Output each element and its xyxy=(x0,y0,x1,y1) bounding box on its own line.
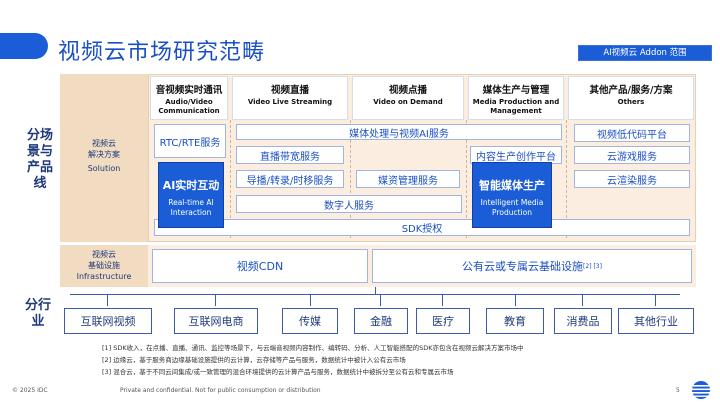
media-ai-service-box: 媒体处理与视频AI服务 xyxy=(236,124,562,140)
ai-media-production-box: 智能媒体生产 Intelligent Media Production xyxy=(472,162,552,228)
low-code-platform-box: 视频低代码平台 xyxy=(574,124,690,142)
solution-label-panel xyxy=(60,74,148,242)
connector-tick xyxy=(107,294,108,306)
column-header-cn: 其他产品/服务/方案 xyxy=(589,85,673,96)
column-divider xyxy=(230,120,231,238)
connector-tick xyxy=(215,294,216,306)
rtc-service-box: RTC/RTE服务 xyxy=(154,124,226,158)
industry-internet-video: 互联网视频 xyxy=(64,308,152,334)
idc-globe-logo-icon xyxy=(692,381,710,399)
column-header-cn: 视频点播 xyxy=(388,85,427,96)
transcode-box: 导播/转录/时移服务 xyxy=(236,170,344,188)
infra-label-cn1: 视频云 xyxy=(92,250,116,259)
column-header-rtc: 音视频实时通讯 Audio/Video Communication xyxy=(150,76,228,120)
ai-box-en: Real-time AI Interaction xyxy=(168,198,214,217)
addon-scope-tag: AI视频云 Addon 范围 xyxy=(578,45,712,61)
footnotes: [1] SDK收入，在点播、直播、通讯、监控等场景下，与云端音视频内容制作、编转… xyxy=(102,342,524,378)
infra-label-en: Infrastructure xyxy=(76,272,132,281)
sdk-license-box: SDK授权 xyxy=(154,219,690,236)
footnote-1: [1] SDK收入，在点播、直播、通讯、监控等场景下，与云端音视频内容制作、编转… xyxy=(102,344,524,352)
cloud-render-box: 云渲染服务 xyxy=(574,170,690,188)
page-title: 视频云市场研究范畴 xyxy=(58,40,266,65)
side-label-industry: 分行业 xyxy=(24,298,51,329)
column-header-others: 其他产品/服务/方案 Others xyxy=(568,76,694,120)
industry-education: 教育 xyxy=(486,308,544,334)
footer-confidential: Private and confidential. Not for public… xyxy=(120,387,321,394)
column-divider xyxy=(566,120,567,238)
public-cloud-box: 公有云或专属云基础设施[2] [3] xyxy=(372,249,692,283)
industry-media: 传媒 xyxy=(282,308,338,334)
column-header-en: Video Live Streaming xyxy=(247,98,333,106)
column-header-en: Audio/Video Communication xyxy=(158,98,220,115)
column-header-en: Others xyxy=(617,98,645,106)
solution-label-cn2: 解决方案 xyxy=(88,150,120,159)
connector-tick xyxy=(655,294,656,306)
public-cloud-label: 公有云或专属云基础设施 xyxy=(462,260,584,273)
ai-box-cn: AI实时互动 xyxy=(162,179,220,192)
title-accent-bar xyxy=(0,33,48,59)
column-header-cn: 媒体生产与管理 xyxy=(482,85,550,96)
infra-label-cn2: 基础设施 xyxy=(88,261,120,270)
ai-realtime-interaction-box: AI实时互动 Real-time AI Interaction xyxy=(158,162,224,228)
column-header-live: 视频直播 Video Live Streaming xyxy=(232,76,348,120)
page-number: 5 xyxy=(676,387,680,394)
connector-tick xyxy=(310,294,311,306)
footnote-2: [2] 边缘云，基于服务商边缘基础设施提供的云计算，云存储等产品与服务，数据统计… xyxy=(102,356,406,364)
solution-label-en: Solution xyxy=(87,164,121,173)
industry-healthcare: 医疗 xyxy=(416,308,470,334)
public-cloud-footnote: [2] [3] xyxy=(583,262,602,270)
side-label-scene: 分场景与产品线 xyxy=(26,128,53,191)
infra-label-panel xyxy=(60,245,148,287)
connector-tick xyxy=(515,294,516,306)
ai-box-en: Intelligent Media Production xyxy=(480,198,544,217)
infra-label: 视频云 基础设施 Infrastructure xyxy=(62,249,146,282)
column-header-cn: 音视频实时通讯 xyxy=(155,85,223,96)
live-bandwidth-box: 直播带宽服务 xyxy=(236,146,344,164)
digital-human-box: 数字人服务 xyxy=(236,195,462,213)
connector-tick xyxy=(582,294,583,306)
footnote-3: [3] 混合云，基于不同云间集成/或一致管理的混合环境提供的云计算产品与服务，数… xyxy=(102,368,454,376)
connector-tick xyxy=(380,294,381,306)
video-cdn-box: 视频CDN xyxy=(152,249,368,283)
connector-tick xyxy=(442,294,443,306)
footer-copyright: © 2025 IDC xyxy=(12,387,48,394)
media-asset-mgmt-box: 媒资管理服务 xyxy=(356,170,460,188)
connector-tick xyxy=(375,287,376,295)
industry-others: 其他行业 xyxy=(618,308,694,334)
cloud-game-box: 云游戏服务 xyxy=(574,146,690,164)
ai-box-cn: 智能媒体生产 xyxy=(479,179,545,192)
solution-label-cn1: 视频云 xyxy=(92,139,116,148)
column-header-en: Video on Demand xyxy=(373,98,443,106)
solution-label: 视频云 解决方案 Solution xyxy=(62,138,146,174)
column-header-cn: 视频直播 xyxy=(270,85,309,96)
industry-consumer-goods: 消费品 xyxy=(554,308,612,334)
industry-internet-ecommerce: 互联网电商 xyxy=(174,308,258,334)
column-header-vod: 视频点播 Video on Demand xyxy=(352,76,464,120)
column-divider xyxy=(466,120,467,238)
column-header-media: 媒体生产与管理 Media Production and Management xyxy=(468,76,564,120)
column-divider xyxy=(350,120,351,238)
column-header-en: Media Production and Management xyxy=(472,98,560,115)
industry-finance: 金融 xyxy=(354,308,408,334)
